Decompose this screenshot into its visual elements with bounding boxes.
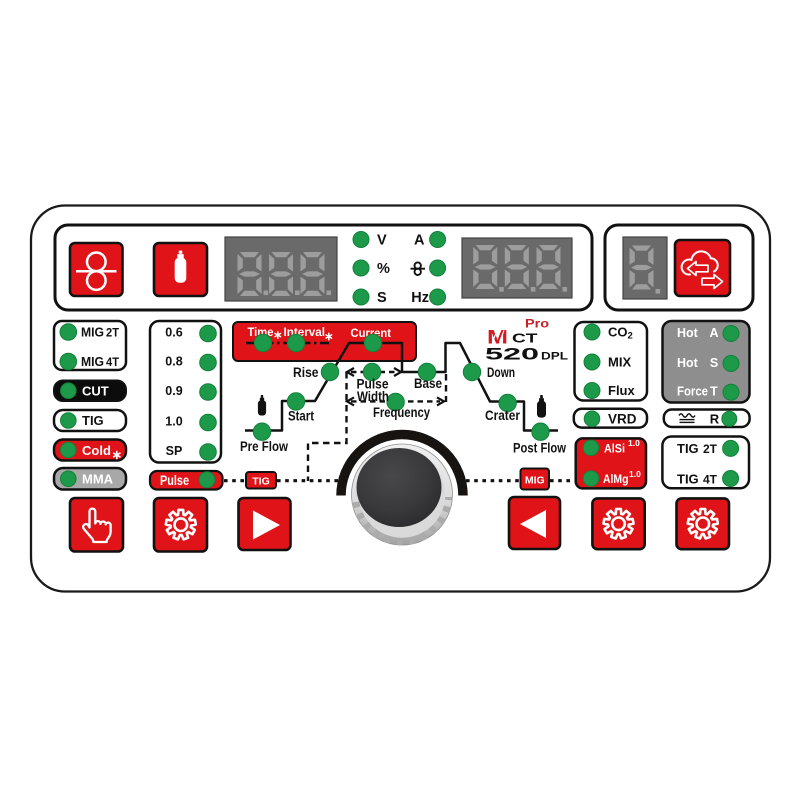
- svg-text:Pre Flow: Pre Flow: [240, 439, 288, 454]
- svg-text:Pulse: Pulse: [357, 377, 389, 392]
- svg-text:2T: 2T: [703, 442, 718, 456]
- svg-text:Pulse: Pulse: [160, 473, 189, 488]
- svg-text:0.8: 0.8: [165, 355, 182, 369]
- svg-text:Hot: Hot: [677, 356, 699, 370]
- svg-text:0.6: 0.6: [165, 326, 182, 340]
- svg-text:Flux: Flux: [608, 383, 635, 398]
- svg-text:1.0: 1.0: [628, 438, 640, 448]
- svg-text:Cold: Cold: [82, 443, 111, 458]
- svg-text:DPL: DPL: [541, 351, 568, 363]
- svg-text:CUT: CUT: [82, 384, 109, 399]
- svg-text:R: R: [710, 412, 720, 427]
- svg-text:MIG: MIG: [81, 326, 104, 340]
- svg-text:Pro: Pro: [525, 319, 549, 331]
- svg-text:0.9: 0.9: [165, 384, 182, 398]
- svg-text:TIG: TIG: [677, 471, 699, 486]
- svg-text:CO2: CO2: [608, 325, 633, 342]
- svg-text:Crater: Crater: [485, 408, 521, 423]
- svg-text:Current: Current: [351, 328, 392, 340]
- svg-text:Base: Base: [414, 376, 442, 391]
- svg-text:AlSi: AlSi: [604, 442, 625, 456]
- svg-text:Rise: Rise: [293, 365, 319, 380]
- svg-text:%: %: [377, 261, 390, 277]
- svg-text:Width: Width: [357, 389, 389, 404]
- svg-text:TIG: TIG: [252, 475, 270, 487]
- svg-text:Hot: Hot: [677, 326, 699, 340]
- svg-text:AlMg: AlMg: [603, 472, 629, 486]
- svg-text:M: M: [487, 327, 508, 349]
- svg-text:MIG: MIG: [81, 355, 104, 369]
- svg-text:T: T: [710, 385, 718, 399]
- svg-text:4T: 4T: [106, 357, 119, 369]
- svg-text:A: A: [709, 326, 718, 340]
- svg-text:SP: SP: [166, 444, 183, 458]
- svg-text:V: V: [377, 233, 387, 249]
- svg-text:Frequency: Frequency: [373, 405, 430, 420]
- svg-text:MMA: MMA: [82, 472, 114, 487]
- svg-text:MIX: MIX: [608, 355, 631, 370]
- svg-text:2T: 2T: [106, 328, 119, 340]
- svg-text:A: A: [414, 233, 425, 249]
- svg-text:Down: Down: [487, 365, 515, 380]
- svg-text:Force: Force: [677, 385, 708, 399]
- svg-text:1.0: 1.0: [629, 469, 641, 479]
- svg-text:520: 520: [485, 345, 539, 364]
- svg-text:Hz: Hz: [411, 290, 429, 306]
- svg-text:Post Flow: Post Flow: [513, 441, 566, 456]
- svg-text:TIG: TIG: [677, 441, 699, 456]
- svg-text:Start: Start: [288, 409, 314, 424]
- svg-text:1.0: 1.0: [165, 415, 182, 429]
- svg-text:VRD: VRD: [608, 412, 637, 427]
- svg-text:TIG: TIG: [82, 413, 104, 428]
- svg-text:CT: CT: [512, 331, 538, 346]
- svg-text:S: S: [377, 290, 387, 306]
- svg-text:MIG: MIG: [525, 475, 545, 487]
- svg-text:4T: 4T: [703, 472, 718, 486]
- svg-text:S: S: [710, 356, 718, 370]
